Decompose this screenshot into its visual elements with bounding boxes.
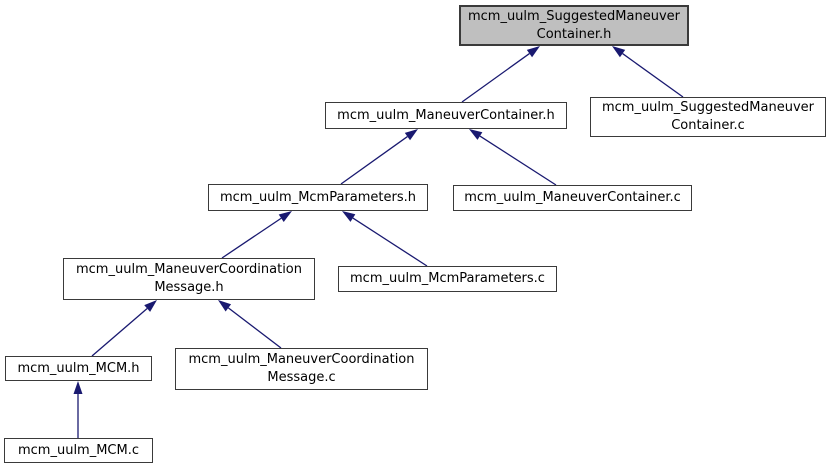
graph-node-mcm-parameters-c[interactable]: mcm_uulm_McmParameters.c [338, 266, 557, 292]
graph-node-mcm-h[interactable]: mcm_uulm_MCM.h [5, 356, 152, 381]
node-label-line: mcm_uulm_MCM.h [17, 360, 140, 376]
node-label-line: mcm_uulm_ManeuverCoordination [76, 262, 302, 277]
node-label-line: mcm_uulm_McmParameters.c [350, 271, 545, 286]
node-label-line: mcm_uulm_SuggestedManeuver [467, 8, 681, 24]
node-label-line: Container.h [536, 26, 612, 42]
graph-node-mcm-parameters-h[interactable]: mcm_uulm_McmParameters.h [208, 184, 428, 211]
node-label-line: Message.c [267, 370, 336, 385]
node-label-line: mcm_uulm_ManeuverCoordination [188, 352, 415, 367]
graph-node-mcm-c[interactable]: mcm_uulm_MCM.c [4, 438, 153, 463]
node-label-line: mcm_uulm_ManeuverContainer.h [337, 107, 555, 123]
node-label-line: Message.h [154, 280, 224, 295]
node-label-line: mcm_uulm_McmParameters.h [219, 189, 417, 205]
node-label-line: mcm_uulm_SuggestedManeuver [601, 100, 815, 115]
graph-node-maneuver-container-c[interactable]: mcm_uulm_ManeuverContainer.c [453, 185, 692, 211]
node-label-line: mcm_uulm_ManeuverContainer.c [464, 190, 681, 205]
node-label-line: mcm_uulm_MCM.c [17, 442, 140, 458]
graph-node-maneuver-container-h[interactable]: mcm_uulm_ManeuverContainer.h [325, 102, 567, 129]
node-label-line: Container.c [671, 118, 745, 133]
